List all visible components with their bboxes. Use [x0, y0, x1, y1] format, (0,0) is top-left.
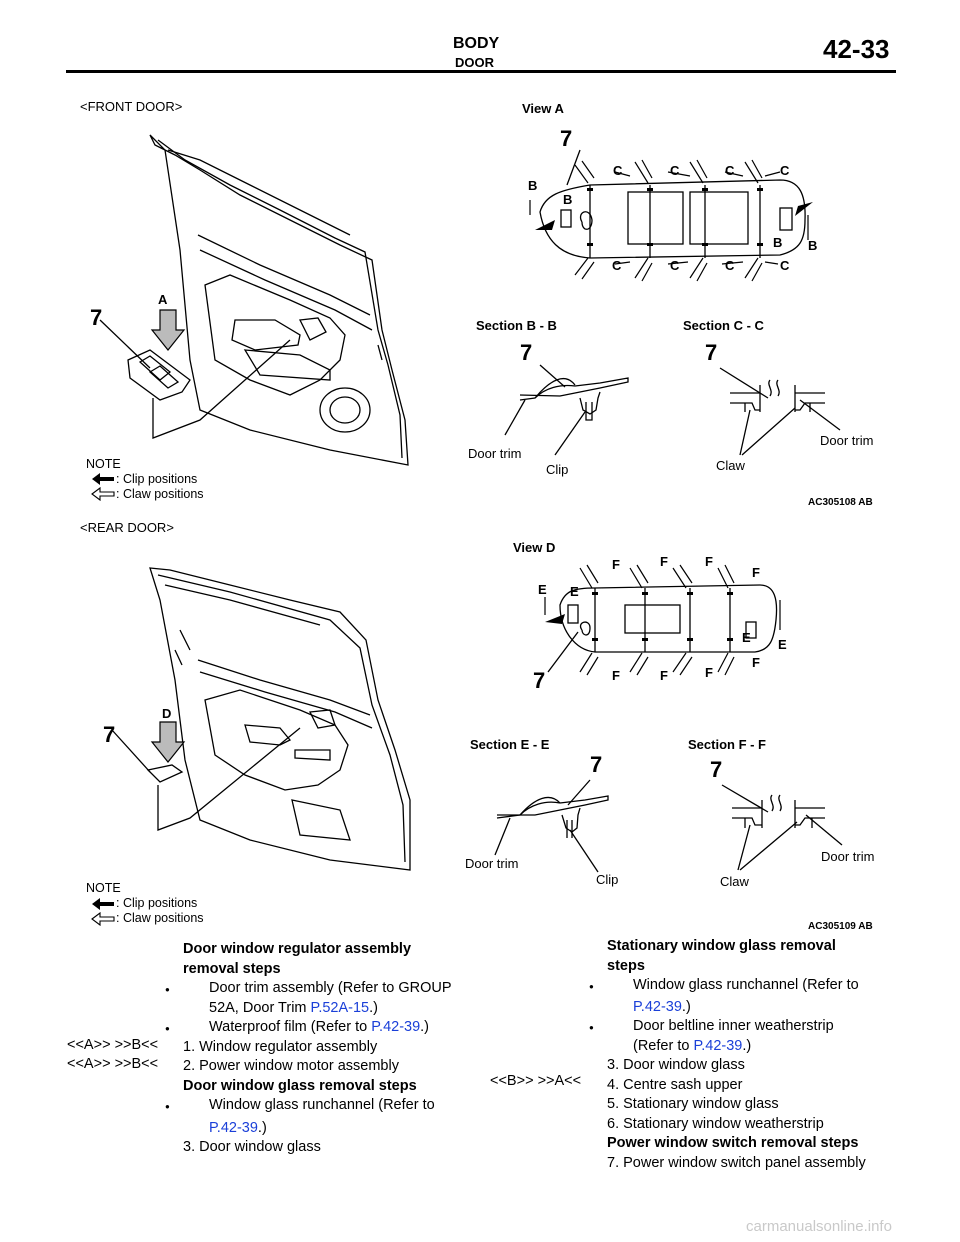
front-note: NOTE : Clip positions : Claw positions	[86, 457, 204, 501]
right-mark-4: <<B>> >>A<<	[490, 1073, 582, 1089]
front-c-label: C	[670, 163, 680, 178]
link-p42-39[interactable]: P.42-39	[371, 1019, 421, 1035]
rear-note: NOTE : Clip positions : Claw positions	[86, 881, 204, 925]
header-subtitle: DOOR	[455, 55, 494, 70]
front-num-7-view: 7	[560, 126, 573, 151]
rear-f-label: F	[660, 554, 668, 569]
rear-f-label: F	[612, 668, 620, 683]
right-step-6: 6. Stationary window weatherstrip	[607, 1115, 824, 1132]
rear-view-label: View D	[513, 540, 556, 555]
rear-callout-d: D	[162, 706, 172, 721]
link-p42-39[interactable]: P.42-39	[209, 1119, 258, 1136]
rear-section-ff: Section F - F	[688, 737, 766, 752]
right-step-beltline: Door beltline inner weatherstrip (Refer …	[589, 1017, 907, 1056]
link-p42-39[interactable]: P.42-39	[693, 1037, 743, 1054]
front-num-7-cc: 7	[705, 340, 718, 365]
rear-e-label: E	[778, 637, 787, 652]
front-view-label: View A	[522, 101, 564, 116]
front-c-label: C	[670, 258, 680, 273]
watermark: carmanualsonline.info	[746, 1218, 892, 1235]
front-c-label: C	[613, 163, 623, 178]
link-p42-39[interactable]: P.42-39	[633, 998, 682, 1015]
front-b-label: B	[563, 192, 573, 207]
front-door-heading: <FRONT DOOR>	[80, 99, 183, 114]
rear-num-7-view: 7	[533, 668, 546, 693]
left-step-runchannel: Window glass runchannel (Refer to P.42-3…	[165, 1096, 473, 1138]
rear-section-ee: Section E - E	[470, 737, 550, 752]
rear-f-label: F	[705, 665, 713, 680]
front-callout-a: A	[158, 292, 168, 307]
rear-clip-label: Clip	[596, 872, 619, 887]
left-step-door-trim: Door trim assembly (Refer to GROUP 52A, …	[165, 979, 473, 1018]
rear-f-label: F	[752, 655, 760, 670]
rear-door-trim-label: Door trim	[465, 856, 519, 871]
rear-arrow-d	[150, 721, 186, 763]
right-step-5: 5. Stationary window glass	[607, 1096, 779, 1112]
front-figure-code: AC305108 AB	[808, 497, 873, 508]
header-rule	[66, 70, 896, 73]
front-door-illustration	[91, 134, 841, 502]
left-steps: Door window regulator assembly removal s…	[165, 940, 473, 1158]
front-section-cc: Section C - C	[683, 318, 764, 333]
page-number: 42-33	[823, 34, 890, 64]
front-num-7-bb: 7	[520, 340, 533, 365]
rear-door-trim-label: Door trim	[821, 849, 875, 864]
front-b-label: B	[808, 238, 818, 253]
rear-figure-code: AC305109 AB	[808, 921, 873, 932]
front-b-label: B	[773, 235, 783, 250]
rear-num-7-ff: 7	[710, 757, 723, 782]
rear-e-label: E	[538, 582, 547, 597]
front-clip-label: Clip	[546, 462, 569, 477]
rear-f-label: F	[660, 668, 668, 683]
front-claw-label: Claw	[716, 458, 745, 473]
left-mark-2: <<A>> >>B<<	[67, 1056, 159, 1072]
front-num-7-door: 7	[90, 305, 103, 330]
rear-num-7-ee: 7	[590, 752, 603, 777]
header-title: BODY	[453, 35, 500, 52]
left-step-waterproof: Waterproof film (Refer to P.42-39.)	[165, 1018, 473, 1038]
left-mark-1: <<A>> >>B<<	[67, 1037, 159, 1053]
right-step-7: 7. Power window switch panel assembly	[607, 1154, 866, 1171]
front-c-label: C	[612, 258, 622, 273]
right-heading-2: Power window switch removal steps	[607, 1135, 859, 1151]
right-steps: Stationary window glass removal steps Wi…	[589, 937, 907, 1173]
front-door-trim-label: Door trim	[468, 446, 522, 461]
front-c-label: C	[725, 258, 735, 273]
front-c-label: C	[780, 258, 790, 273]
front-door-trim-label: Door trim	[820, 433, 874, 448]
left-heading-2: Door window glass removal steps	[183, 1077, 417, 1094]
front-section-bb: Section B - B	[476, 318, 557, 333]
rear-num-7-door: 7	[103, 722, 116, 747]
rear-f-label: F	[705, 554, 713, 569]
right-step-runchannel: Window glass runchannel (Refer to P.42-3…	[589, 976, 907, 1017]
rear-e-label: E	[570, 584, 579, 599]
front-c-label: C	[725, 163, 735, 178]
left-step-1: 1. Window regulator assembly	[183, 1038, 378, 1055]
link-p52a-15[interactable]: P.52A-15	[310, 999, 370, 1016]
rear-door-heading: <REAR DOOR>	[80, 520, 174, 535]
rear-claw-label: Claw	[720, 874, 749, 889]
right-step-3: 3. Door window glass	[607, 1057, 745, 1073]
left-step-3: 3. Door window glass	[183, 1139, 321, 1155]
rear-f-label: F	[612, 557, 620, 572]
rear-e-label: E	[742, 630, 751, 645]
front-b-label: B	[528, 178, 538, 193]
rear-f-label: F	[752, 565, 760, 580]
left-step-2: 2. Power window motor assembly	[183, 1058, 399, 1074]
front-arrow-a	[150, 309, 186, 351]
right-step-4: 4. Centre sash upper	[607, 1076, 743, 1093]
front-c-label: C	[780, 163, 790, 178]
rear-door-illustration	[91, 564, 843, 927]
